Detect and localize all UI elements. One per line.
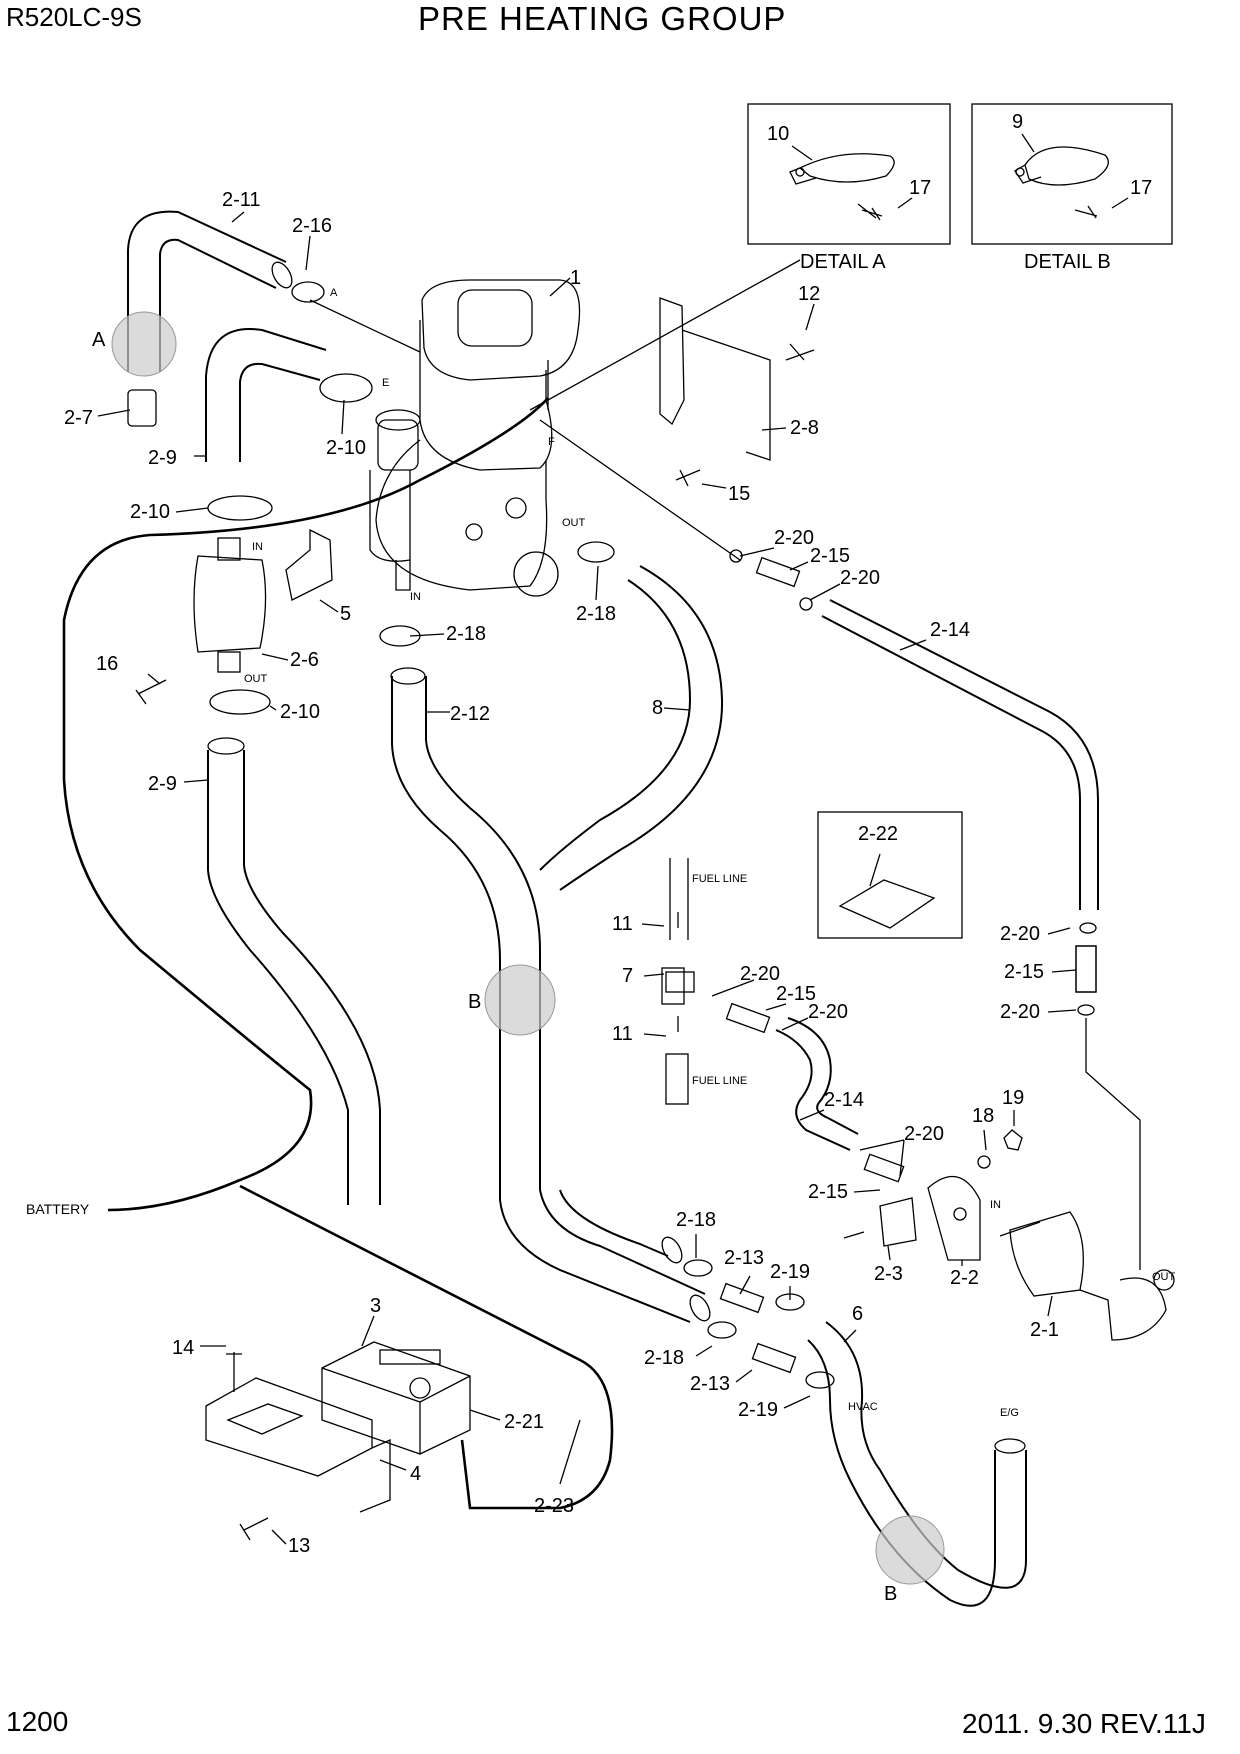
callout-label: 11 bbox=[612, 1023, 633, 1045]
hoses bbox=[127, 210, 1141, 1607]
detail-part-label: 17 bbox=[909, 177, 931, 199]
wiring bbox=[62, 259, 801, 1510]
callout-label: 7 bbox=[622, 965, 633, 987]
port-label: OUT bbox=[1152, 1271, 1176, 1283]
callout-label: 6 bbox=[852, 1303, 863, 1325]
callout-label: 16 bbox=[96, 653, 118, 675]
callout-label: 2-18 bbox=[644, 1347, 684, 1369]
callout-label: 2-19 bbox=[738, 1399, 778, 1421]
callout-label: 2-20 bbox=[904, 1123, 944, 1145]
detail-b-box: DETAIL B 9 17 bbox=[971, 103, 1173, 273]
callout-label: 2-10 bbox=[280, 701, 320, 723]
port-label: IN bbox=[410, 591, 421, 603]
detail-a-box: DETAIL A 10 17 bbox=[747, 103, 951, 273]
callout-label: 2-18 bbox=[576, 603, 616, 625]
callout-label: 2-6 bbox=[290, 649, 319, 671]
port-label: OUT bbox=[562, 517, 586, 529]
callout-label: 3 bbox=[370, 1295, 381, 1317]
callout-label: 2-15 bbox=[776, 983, 816, 1005]
port-label: E bbox=[382, 377, 389, 389]
callout-label: 2-22 bbox=[858, 823, 898, 845]
callout-label: 1 bbox=[570, 267, 581, 289]
callout-label: 18 bbox=[972, 1105, 994, 1127]
callout-label: 2-13 bbox=[724, 1247, 764, 1269]
port-labels: A E F OUT IN IN OUT FUEL LINE FUEL LINE … bbox=[26, 287, 1176, 1419]
callout-label: 13 bbox=[288, 1535, 310, 1557]
callout-label: 2-15 bbox=[1004, 961, 1044, 983]
callout-label: 2-19 bbox=[770, 1261, 810, 1283]
callout-label: 15 bbox=[728, 483, 750, 505]
port-label: IN bbox=[252, 541, 263, 553]
callout-label: 2-20 bbox=[840, 567, 880, 589]
port-label: IN bbox=[990, 1199, 1001, 1211]
callout-label: 2-20 bbox=[808, 1001, 848, 1023]
detail-caption: DETAIL A bbox=[800, 251, 886, 273]
page-title: PRE HEATING GROUP bbox=[418, 0, 787, 37]
callouts: 1 2-11 2-16 2-7 2-9 2-10 2-10 2-10 2-9 1… bbox=[64, 189, 1077, 1557]
detail-caption: DETAIL B bbox=[1024, 251, 1111, 273]
zone-markers: A B B bbox=[92, 311, 945, 1605]
model-number: R520LC-9S bbox=[6, 2, 142, 32]
callout-label: 2-18 bbox=[446, 623, 486, 645]
zone-label: A bbox=[92, 329, 106, 351]
port-label: HVAC bbox=[848, 1401, 878, 1413]
callout-label: 2-14 bbox=[930, 619, 970, 641]
callout-label: 2-10 bbox=[130, 501, 170, 523]
callout-label: 2-23 bbox=[534, 1495, 574, 1517]
callout-label: 2-16 bbox=[292, 215, 332, 237]
callout-label: 11 bbox=[612, 913, 633, 935]
port-label: FUEL LINE bbox=[692, 873, 747, 885]
callout-label: 2-2 bbox=[950, 1267, 979, 1289]
callout-label: 2-9 bbox=[148, 447, 177, 469]
callout-label: 2-20 bbox=[740, 963, 780, 985]
callout-label: 2-21 bbox=[504, 1411, 544, 1433]
zone-label: B bbox=[884, 1583, 897, 1605]
callout-label: 5 bbox=[340, 603, 351, 625]
callout-label: 2-3 bbox=[874, 1263, 903, 1285]
callout-label: 2-10 bbox=[326, 437, 366, 459]
callout-label: 2-13 bbox=[690, 1373, 730, 1395]
callout-label: 2-1 bbox=[1030, 1319, 1059, 1341]
small-parts bbox=[127, 281, 1175, 1541]
callout-label: 2-18 bbox=[676, 1209, 716, 1231]
page-number: 1200 bbox=[6, 1706, 69, 1737]
callout-label: 12 bbox=[798, 283, 820, 305]
port-label: E/G bbox=[1000, 1407, 1019, 1419]
callout-label: 2-7 bbox=[64, 407, 93, 429]
callout-label: 2-15 bbox=[810, 545, 850, 567]
callout-label: 14 bbox=[172, 1337, 194, 1359]
callout-label: 2-12 bbox=[450, 703, 490, 725]
callout-label: 2-14 bbox=[824, 1089, 864, 1111]
callout-label: 4 bbox=[410, 1463, 421, 1485]
port-label: BATTERY bbox=[26, 1201, 90, 1217]
detail-part-label: 17 bbox=[1130, 177, 1152, 199]
callout-label: 2-8 bbox=[790, 417, 819, 439]
callout-label: 2-20 bbox=[1000, 1001, 1040, 1023]
port-label: FUEL LINE bbox=[692, 1075, 747, 1087]
callout-label: 8 bbox=[652, 697, 663, 719]
callout-label: 2-20 bbox=[774, 527, 814, 549]
callout-label: 2-20 bbox=[1000, 923, 1040, 945]
port-label: A bbox=[330, 287, 338, 299]
detail-part-label: 9 bbox=[1012, 111, 1023, 133]
callout-label: 2-11 bbox=[222, 189, 261, 211]
heater-unit bbox=[369, 279, 581, 597]
zone-label: B bbox=[468, 991, 481, 1013]
port-label: OUT bbox=[244, 673, 268, 685]
callout-label: 2-9 bbox=[148, 773, 177, 795]
detail-part-label: 10 bbox=[767, 123, 789, 145]
revision-date: 2011. 9.30 REV.11J bbox=[962, 1708, 1206, 1739]
callout-label: 2-15 bbox=[808, 1181, 848, 1203]
port-label: F bbox=[548, 436, 555, 448]
callout-label: 19 bbox=[1002, 1087, 1024, 1109]
